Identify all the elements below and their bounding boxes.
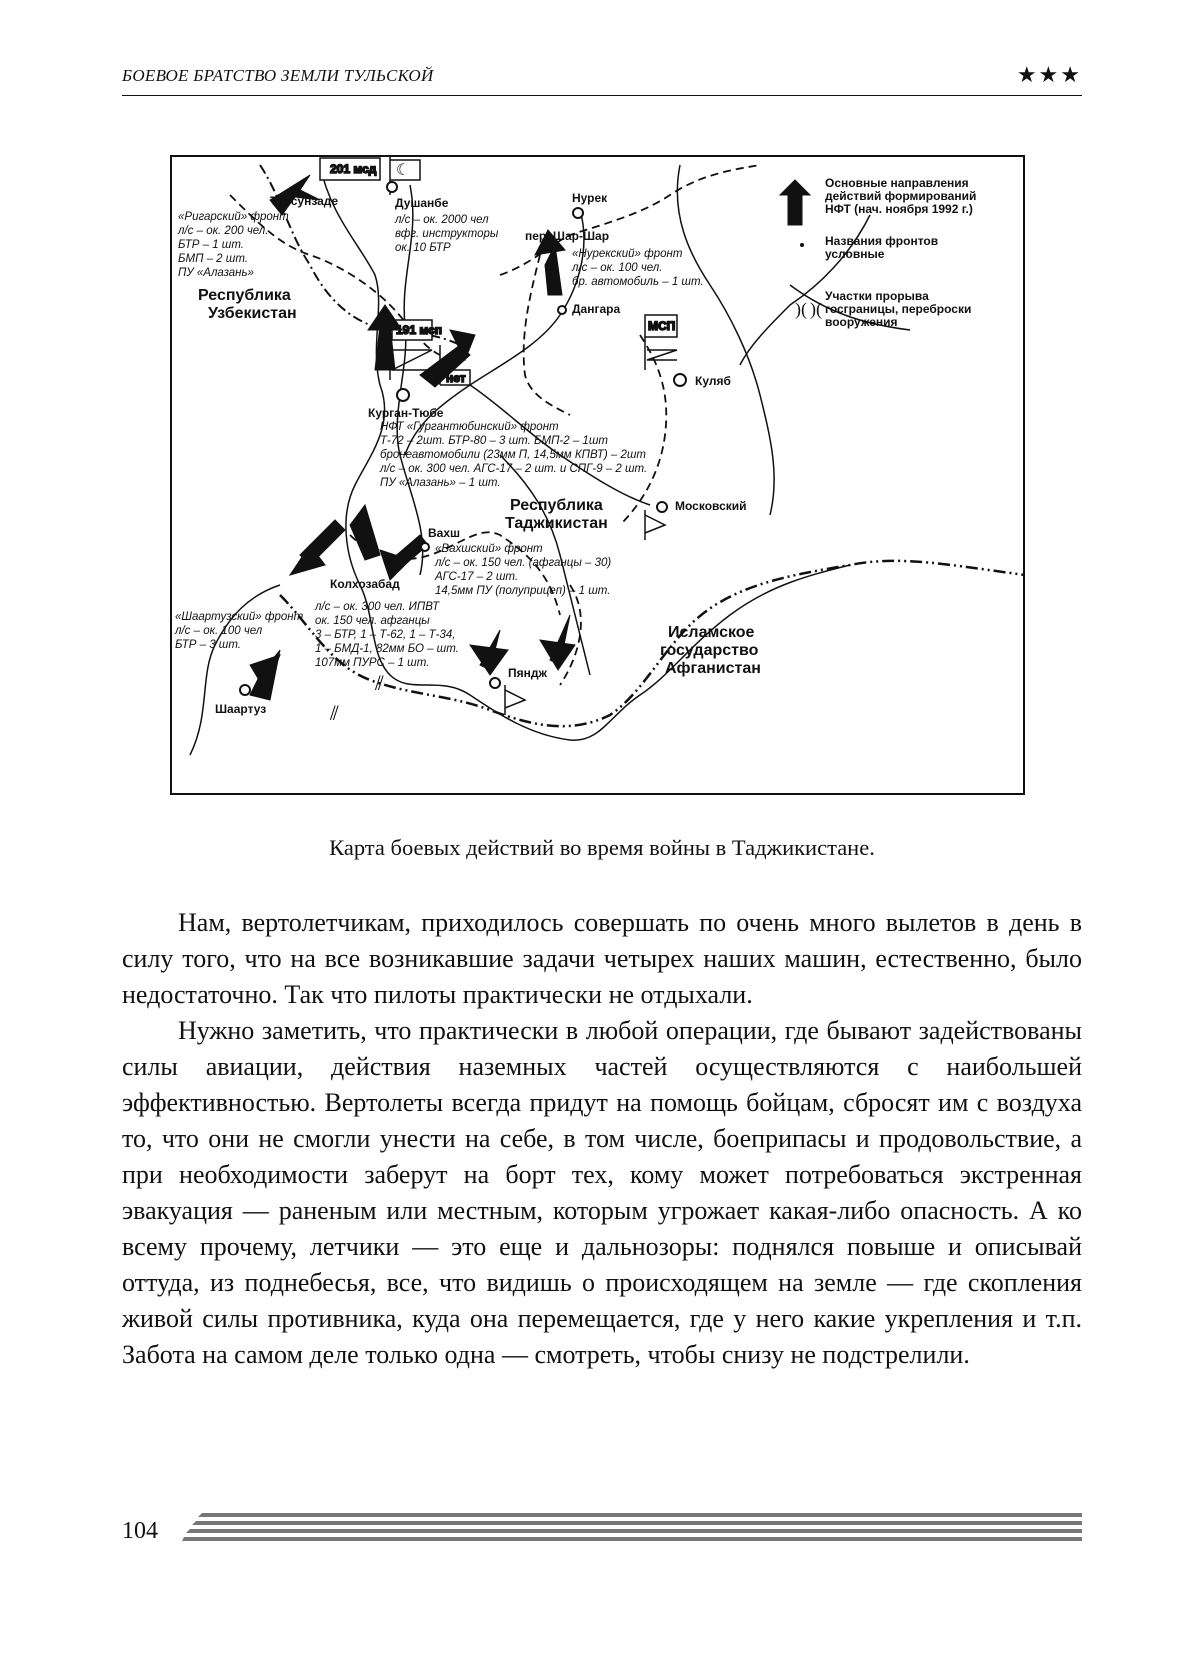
- map-front-line: [522, 254, 571, 416]
- svg-text:Афганистан: Афганистан: [665, 660, 761, 677]
- legend-dot: [800, 243, 804, 247]
- svg-text:«Шаартузский» фронт л/с –: «Шаартузский» фронт л/с – ок. 100 чел БТ…: [174, 611, 306, 651]
- svg-text:201 мсд: 201 мсд: [330, 162, 377, 176]
- svg-text:Московский: Московский: [675, 499, 747, 513]
- map-front-line: [559, 584, 582, 686]
- map-road: [739, 214, 871, 366]
- map-road: [676, 164, 775, 516]
- paragraph: Нужно заметить, что практически в любой …: [122, 1016, 1082, 1369]
- svg-text:⫽: ⫽: [374, 673, 384, 695]
- svg-text:государство: государство: [660, 642, 759, 659]
- map-figure: 201 мсд ☾ 191 мсп нет МСП ⫽ ⫽ )(: [170, 155, 1025, 795]
- map-road: [789, 284, 911, 331]
- flag-icon: [644, 510, 667, 540]
- map-frame: [170, 155, 1025, 795]
- attack-arrow: [249, 174, 812, 701]
- svg-text:НФТ «Гургантюбинский» фронт: НФТ «Гургантюбинский» фронт Т-72 – 2шт. …: [379, 421, 650, 489]
- running-header-title: БОЕВОЕ БРАТСТВО ЗЕМЛИ ТУЛЬСКОЙ: [122, 66, 434, 85]
- svg-text:Основные направления дейст: Основные направления действий формирован…: [825, 176, 980, 216]
- map-river: [319, 164, 851, 741]
- svg-text:Республика: Республика: [198, 287, 291, 304]
- svg-text:Пяндж: Пяндж: [508, 666, 547, 680]
- running-header: БОЕВОЕ БРАТСТВО ЗЕМЛИ ТУЛЬСКОЙ ★★★: [122, 62, 1082, 94]
- svg-text:Узбекистан: Узбекистан: [208, 305, 297, 322]
- svg-text:Колхозабад: Колхозабад: [330, 577, 400, 591]
- svg-text:Нурек: Нурек: [572, 191, 608, 205]
- map-front-line: [619, 334, 668, 526]
- svg-text:Участки прорыва госграницы: Участки прорыва госграницы, переброски в…: [825, 289, 975, 329]
- svg-text:Куляб: Куляб: [695, 374, 731, 388]
- svg-text:МСП: МСП: [648, 319, 675, 333]
- svg-text:«Нурекский» фронт л/с – ок: «Нурекский» фронт л/с – ок. 100 чел. бр.…: [571, 248, 704, 288]
- svg-text:Шаартуз: Шаартуз: [215, 702, 266, 716]
- svg-text:нет: нет: [446, 371, 466, 385]
- map-road: [189, 584, 281, 756]
- paragraph: Нам, вертолетчикам, приходилось совершат…: [122, 908, 1082, 1009]
- unit-marker-msp: МСП: [644, 314, 678, 370]
- svg-text:л/с – ок. 300 чел. ИПВТ ок: л/с – ок. 300 чел. ИПВТ ок. 150 чел. афг…: [314, 601, 462, 669]
- unit-marker-201: 201 мсд: [319, 157, 381, 181]
- svg-text:Турсунзаде: Турсунзаде: [270, 194, 338, 208]
- svg-text:Дангара: Дангара: [572, 302, 620, 316]
- svg-text:Названия фронтов условные: Названия фронтов условные: [825, 234, 941, 261]
- svg-text:«Вахшский» фронт л/с – ок.: «Вахшский» фронт л/с – ок. 150 чел. (афг…: [434, 543, 614, 597]
- svg-text:пер. Шар-Шар: пер. Шар-Шар: [525, 229, 609, 243]
- svg-text:л/с – ок. 2000 чел вфг. ин: л/с – ок. 2000 чел вфг. инструкторы ок. …: [394, 214, 502, 254]
- breach-icon: )(: [810, 299, 822, 320]
- body-text: Нам, вертолетчикам, приходилось совершат…: [122, 905, 1082, 1373]
- svg-text:191 мсп: 191 мсп: [396, 323, 442, 337]
- svg-text:Республика: Республика: [510, 497, 603, 514]
- svg-text:«Ригарский» фронт л/с – ок: «Ригарский» фронт л/с – ок. 200 чел. БТР…: [177, 211, 292, 279]
- running-header-stars: ★★★: [1016, 62, 1082, 87]
- crescent-icon: ☾: [396, 162, 410, 179]
- page-number: 104: [122, 1518, 158, 1544]
- svg-text:Исламское: Исламское: [668, 624, 755, 641]
- figure-caption: Карта боевых действий во время войны в Т…: [329, 835, 875, 860]
- svg-text:Курган-Тюбе: Курган-Тюбе: [368, 406, 444, 420]
- unit-marker-191: 191 мсп: [389, 319, 443, 380]
- flag-icon: [504, 685, 527, 715]
- map-border: [279, 559, 1025, 728]
- svg-text:Таджикистан: Таджикистан: [505, 515, 608, 532]
- header-rule: [122, 95, 1082, 96]
- map-road: [499, 454, 591, 676]
- footer-decoration: [182, 1513, 1082, 1553]
- svg-text:Душанбе: Душанбе: [395, 196, 449, 210]
- map-road: [396, 184, 424, 576]
- svg-text:Вахш: Вахш: [428, 526, 460, 540]
- legend-breach-icon: )(: [795, 299, 807, 320]
- svg-text:⫽: ⫽: [329, 703, 339, 725]
- map-road: [469, 384, 651, 506]
